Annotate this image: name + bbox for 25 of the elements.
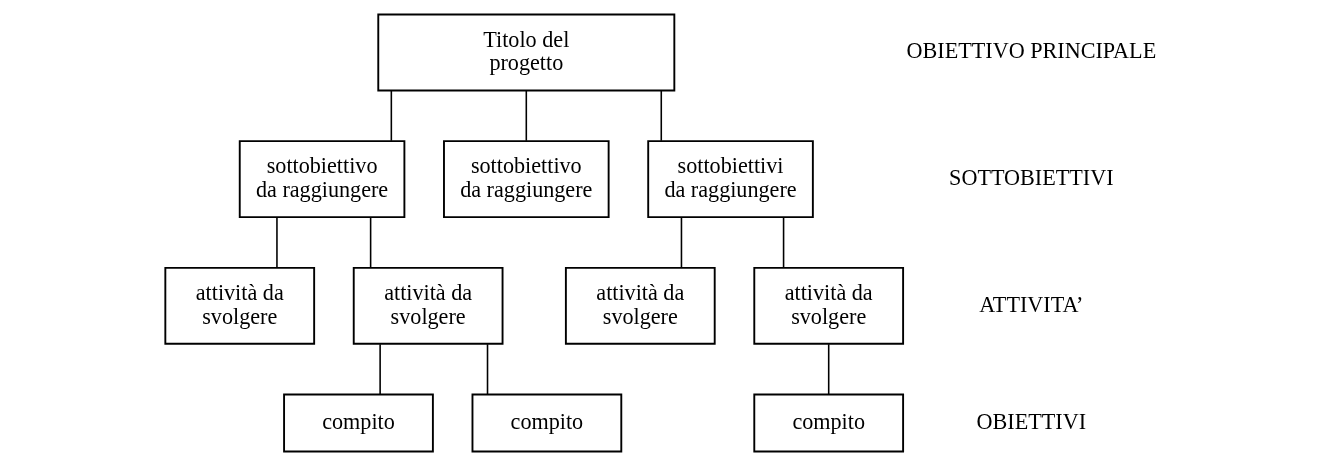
node-box: compito bbox=[471, 393, 622, 453]
label: OBIETTIVO PRINCIPALE bbox=[906, 38, 1156, 64]
label: OBIETTIVI bbox=[976, 408, 1086, 434]
connector bbox=[378, 343, 381, 395]
connector bbox=[680, 216, 682, 269]
node-box: attività da svolgere bbox=[564, 266, 716, 345]
connector bbox=[390, 89, 392, 142]
node-box: compito bbox=[752, 393, 904, 453]
connector bbox=[486, 343, 488, 395]
node-box: compito bbox=[282, 393, 434, 453]
connector bbox=[660, 89, 662, 142]
connector bbox=[525, 89, 527, 142]
node-box: attività da svolgere bbox=[163, 266, 315, 345]
connector bbox=[782, 216, 784, 269]
node-box: sottobiettivi da raggiungere bbox=[646, 140, 814, 219]
connector bbox=[275, 216, 278, 269]
node-box: attività da svolgere bbox=[752, 266, 904, 345]
connector bbox=[827, 343, 829, 395]
node-box: attività da svolgere bbox=[352, 266, 503, 345]
label: SOTTOBIETTIVI bbox=[948, 165, 1114, 191]
connector bbox=[369, 216, 371, 269]
label: ATTIVITA’ bbox=[978, 291, 1083, 317]
node-box: sottobiettivo da raggiungere bbox=[442, 140, 610, 219]
node-box: Titolo del progetto bbox=[376, 13, 675, 92]
node-box: sottobiettivo da raggiungere bbox=[238, 140, 405, 219]
